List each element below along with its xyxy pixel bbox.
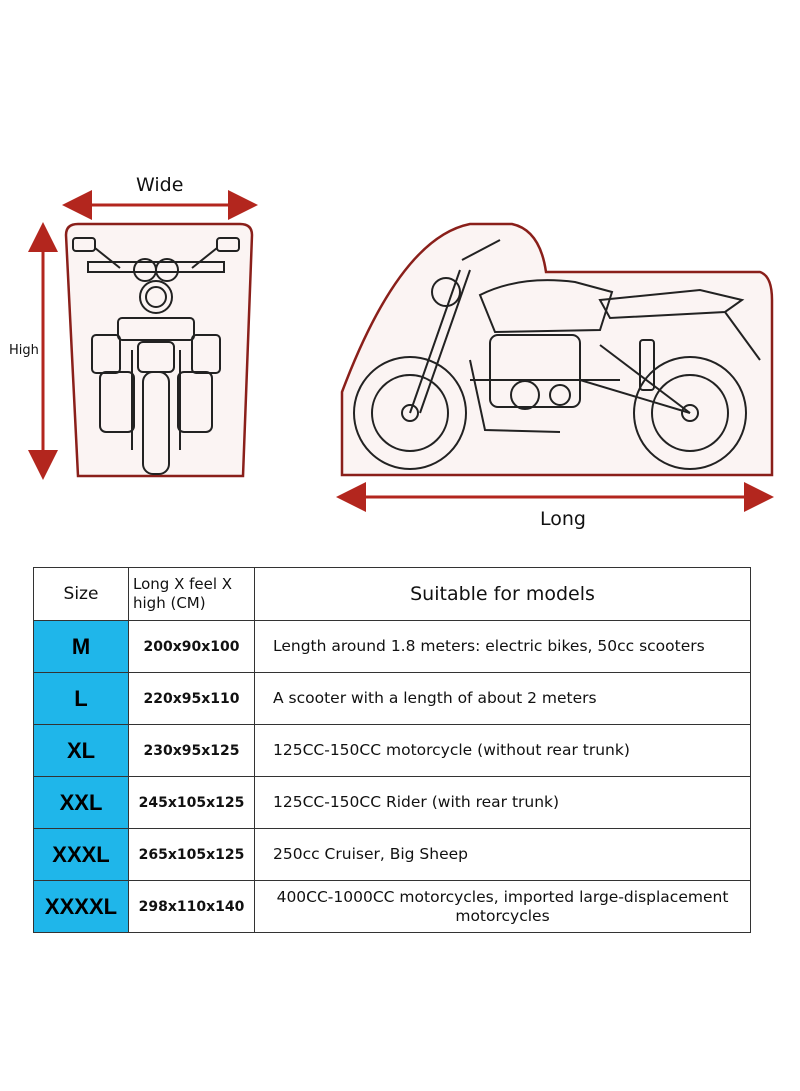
table-header-row: Size Long X feel X high (CM) Suitable fo… bbox=[33, 567, 751, 621]
dimensions-cell: 245x105x125 bbox=[128, 776, 255, 829]
models-cell: 250cc Cruiser, Big Sheep bbox=[254, 828, 751, 881]
header-models: Suitable for models bbox=[254, 567, 751, 621]
table-row: XXXXL 298x110x140 400CC-1000CC motorcycl… bbox=[33, 880, 751, 933]
table-row: M 200x90x100 Length around 1.8 meters: e… bbox=[33, 620, 751, 673]
dimensions-cell: 265x105x125 bbox=[128, 828, 255, 881]
high-label: High bbox=[9, 343, 39, 358]
header-dimensions-line1: Long X feel X bbox=[133, 575, 233, 593]
models-cell: A scooter with a length of about 2 meter… bbox=[254, 672, 751, 725]
size-diagram: Wide High Long bbox=[9, 174, 774, 530]
dimensions-cell: 230x95x125 bbox=[128, 724, 255, 777]
header-dimensions: Long X feel X high (CM) bbox=[128, 567, 255, 621]
size-cell: XL bbox=[33, 724, 129, 777]
size-cell: XXL bbox=[33, 776, 129, 829]
models-cell: 125CC-150CC Rider (with rear trunk) bbox=[254, 776, 751, 829]
table-row: L 220x95x110 A scooter with a length of … bbox=[33, 672, 751, 725]
models-cell: 125CC-150CC motorcycle (without rear tru… bbox=[254, 724, 751, 777]
size-cell: XXXXL bbox=[33, 880, 129, 933]
models-cell: Length around 1.8 meters: electric bikes… bbox=[254, 620, 751, 673]
size-cell: M bbox=[33, 620, 129, 673]
dimensions-cell: 220x95x110 bbox=[128, 672, 255, 725]
side-cover-outline bbox=[340, 222, 774, 477]
size-cell: L bbox=[33, 672, 129, 725]
long-label: Long bbox=[540, 508, 586, 530]
table-row: XL 230x95x125 125CC-150CC motorcycle (wi… bbox=[33, 724, 751, 777]
size-cell: XXXL bbox=[33, 828, 129, 881]
table-row: XXL 245x105x125 125CC-150CC Rider (with … bbox=[33, 776, 751, 829]
header-size: Size bbox=[33, 567, 129, 621]
table-row: XXXL 265x105x125 250cc Cruiser, Big Shee… bbox=[33, 828, 751, 881]
dimensions-cell: 200x90x100 bbox=[128, 620, 255, 673]
front-cover-outline bbox=[64, 222, 254, 478]
motorcycle-front-view-icon bbox=[72, 237, 240, 475]
models-cell: 400CC-1000CC motorcycles, imported large… bbox=[254, 880, 751, 933]
motorcycle-side-view-icon bbox=[353, 239, 761, 470]
cover-diagram-svg bbox=[28, 190, 774, 512]
dimensions-cell: 298x110x140 bbox=[128, 880, 255, 933]
wide-label: Wide bbox=[136, 174, 184, 196]
header-dimensions-line2: high (CM) bbox=[133, 594, 206, 612]
size-chart-table: Size Long X feel X high (CM) Suitable fo… bbox=[33, 567, 751, 933]
